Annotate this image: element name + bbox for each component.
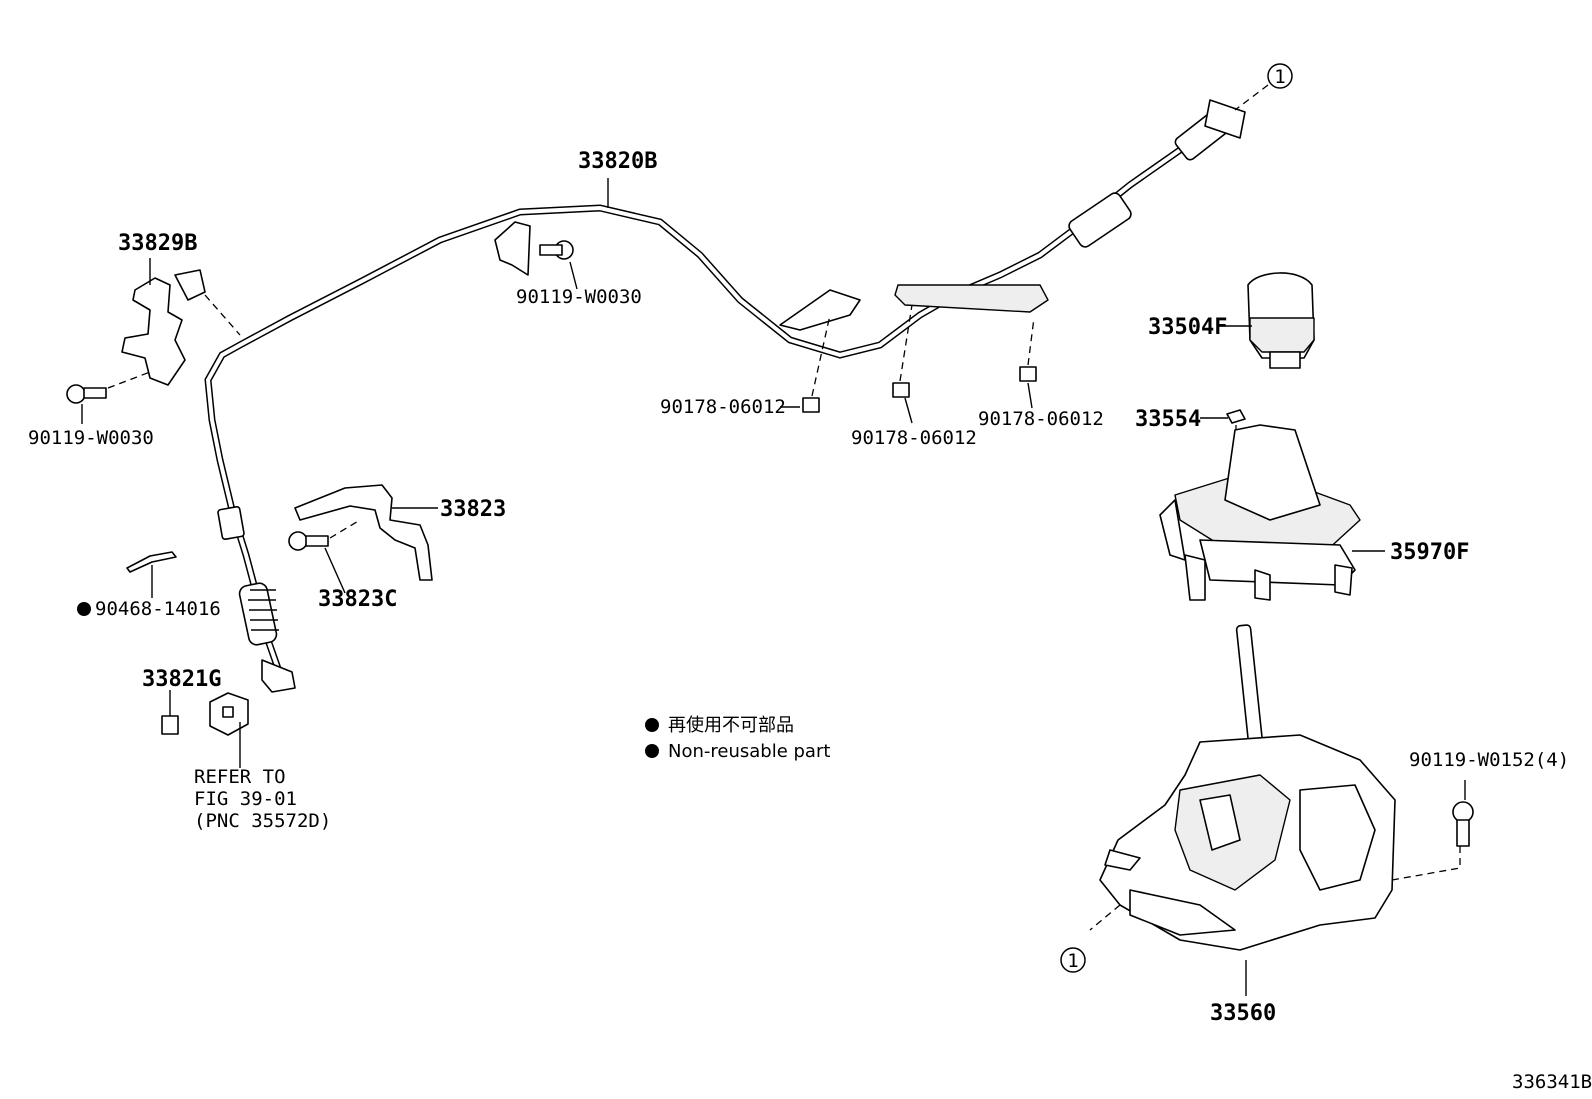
leader-lines: [81, 84, 1466, 996]
clip-90468-14016: [126, 551, 177, 573]
shift-boot-35970F: [1159, 424, 1361, 601]
label-90468-14016: 90468-14016: [95, 598, 221, 620]
label-90119-W0030-mid: 90119-W0030: [516, 286, 642, 308]
bolt-90119-W0152: [1452, 801, 1474, 847]
label-33554: 33554: [1135, 407, 1201, 432]
legend-english: Non-reusable part: [668, 741, 830, 762]
label-33823: 33823: [440, 497, 506, 522]
label-90119-W0030-left: 90119-W0030: [28, 427, 154, 449]
label-90178-06012-b: 90178-06012: [851, 427, 977, 449]
label-33560: 33560: [1210, 1001, 1276, 1026]
bolt-33823C: [288, 519, 361, 551]
bushing-35572D: [209, 692, 249, 736]
svg-text:1: 1: [1274, 66, 1285, 88]
svg-text:1: 1: [1067, 950, 1078, 972]
bolt-90119-mid: [539, 240, 574, 260]
label-35970F: 35970F: [1390, 540, 1469, 565]
legend: 再使用不可部品 Non-reusable part: [645, 715, 830, 762]
reference-circle-top: 1: [1267, 63, 1293, 89]
label-33823C: 33823C: [318, 587, 397, 612]
nut-33821G: [161, 715, 179, 735]
refer-note-line1: REFER TO: [194, 766, 286, 788]
nuts-90178: [802, 304, 1037, 413]
label-90119-W0152: 90119-W0152(4): [1409, 749, 1569, 771]
label-33821G: 33821G: [142, 667, 221, 692]
legend-dot-icon: [645, 744, 659, 758]
shift-knob-33504F: [1247, 272, 1315, 369]
reference-circle-bottom: 1: [1060, 947, 1086, 973]
label-33829B: 33829B: [118, 231, 197, 256]
legend-japanese: 再使用不可部品: [668, 715, 794, 736]
label-90178-06012-c: 90178-06012: [978, 408, 1104, 430]
bolt-90119-left: [66, 371, 151, 404]
legend-dot-icon: [645, 718, 659, 732]
non-reusable-dot-icon: [77, 602, 91, 616]
shift-lever-assy-33560: [1089, 624, 1461, 951]
label-90178-06012-a: 90178-06012: [660, 396, 786, 418]
label-33504F: 33504F: [1148, 315, 1227, 340]
figure-number: 336341B: [1512, 1071, 1592, 1093]
bracket-33829B: [121, 269, 241, 386]
label-33820B: 33820B: [578, 149, 657, 174]
refer-note-line3: (PNC 35572D): [194, 810, 331, 832]
bracket-33823: [294, 484, 433, 581]
refer-note-line2: FIG 39-01: [194, 788, 297, 810]
